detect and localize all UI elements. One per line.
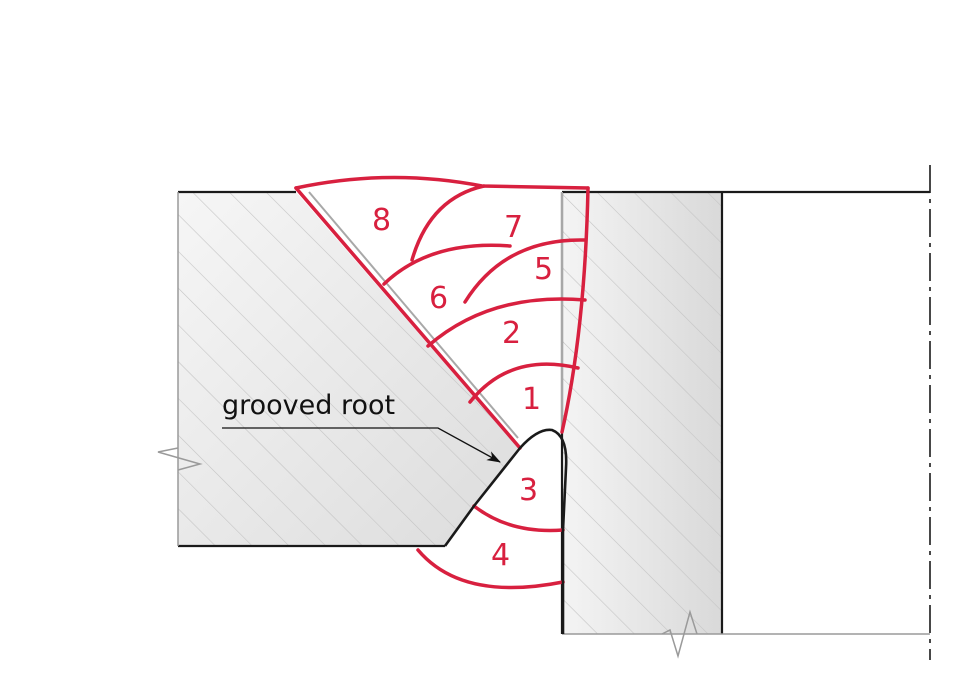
- weld-passes: [294, 175, 590, 590]
- root-pass-outline: [443, 428, 568, 634]
- pass-label-8: 8: [372, 203, 391, 238]
- grooved-root-leader: [222, 427, 501, 463]
- grooved-root-label: grooved root: [222, 390, 395, 421]
- pass-boundary-4: [416, 548, 565, 590]
- weld-face-wall: [560, 186, 590, 434]
- pass-boundary-2: [426, 297, 587, 348]
- right-wall-hatch: [562, 192, 722, 634]
- right-wall-break-line: [661, 609, 698, 659]
- right-wall: [560, 165, 931, 660]
- pass-label-5: 5: [534, 252, 553, 287]
- weld-cap-top: [294, 175, 590, 190]
- pass-label-6: 6: [429, 281, 448, 316]
- pass-label-4: 4: [491, 538, 510, 573]
- pass-label-7: 7: [504, 210, 523, 245]
- pass-boundary-6: [382, 243, 512, 286]
- weld-face-bevel: [294, 186, 522, 450]
- pass-boundary-5: [463, 238, 587, 304]
- pass-label-3: 3: [519, 473, 538, 508]
- groove-bevel-line: [308, 191, 519, 439]
- pass-boundary-3: [472, 504, 565, 533]
- pass-label-1: 1: [522, 382, 541, 417]
- left-plate-break-line: [157, 447, 203, 471]
- groove-preparation: [308, 191, 563, 439]
- pass-boundary-1: [468, 362, 580, 404]
- pass-label-2: 2: [502, 316, 521, 351]
- pass-boundary-8: [410, 184, 486, 262]
- left-plate-hatch: [178, 192, 518, 546]
- pass-labels: 1 2 3 4 5 6 7 8: [372, 203, 553, 573]
- left-plate: [157, 190, 518, 548]
